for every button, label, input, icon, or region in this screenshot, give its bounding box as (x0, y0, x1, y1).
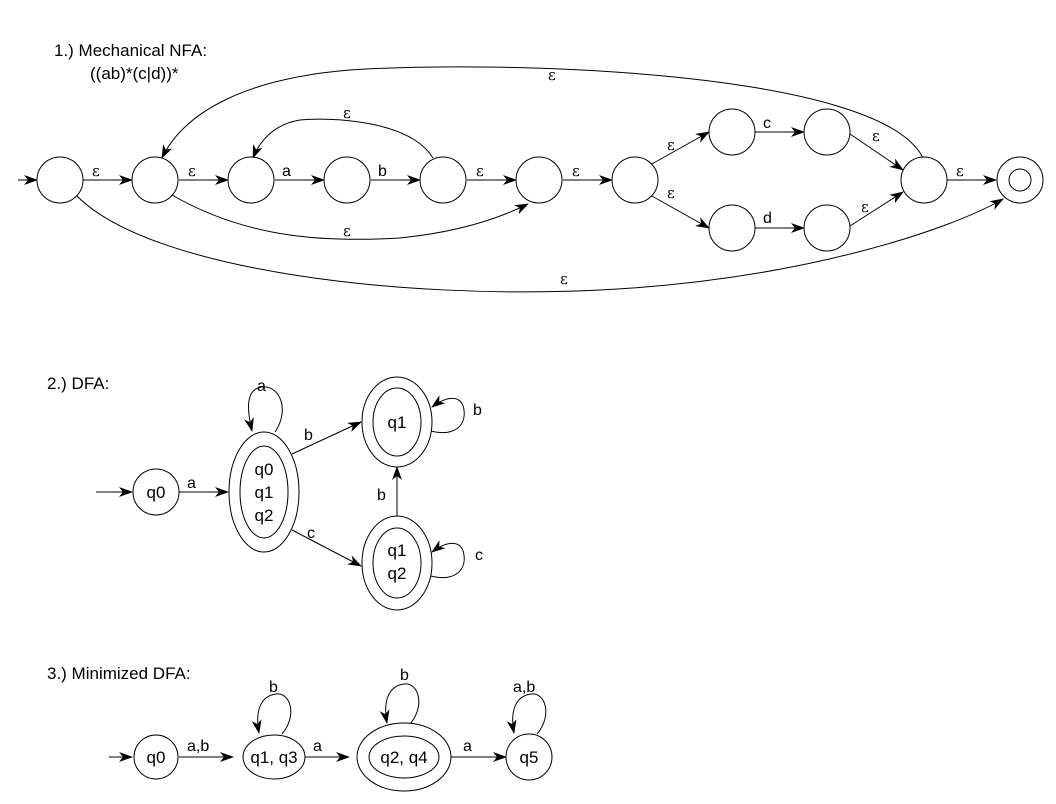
nfa-label-d: d (763, 210, 772, 227)
dfa-label-s1-loop: a (257, 378, 266, 395)
min-label-m2-loop: b (400, 667, 409, 684)
nfa-edge-10-join (849, 191, 904, 227)
dfa-label-s3-s2: b (377, 487, 386, 504)
nfa-state-1 (131, 156, 179, 204)
nfa-state-4 (419, 156, 467, 204)
nfa-state-final-inner (1008, 168, 1032, 192)
nfa-state-3 (323, 156, 371, 204)
nfa-edge-outer-skip (76, 195, 1004, 293)
nfa-label-e-d-join: ε (861, 198, 869, 216)
nfa-label-outer-skip: ε (560, 270, 568, 288)
min-label-m3-loop: a,b (513, 679, 535, 696)
dfa-edge-s1-s2 (291, 421, 362, 455)
dfa-state-s3-inner (372, 527, 422, 599)
dfa-state-s1-label-2: q2 (255, 506, 274, 525)
nfa-state-7 (708, 108, 756, 156)
dfa-state-s1-inner (239, 445, 289, 539)
nfa-regex: ((ab)*(c|d))* (90, 64, 179, 83)
dfa-edge-s3-loop (430, 540, 465, 578)
nfa-edge-ab-skip (171, 194, 529, 240)
dfa-state-s1-label-1: q1 (255, 483, 274, 502)
nfa-label-e4: ε (572, 162, 580, 180)
min-state-m2-inner (368, 735, 440, 779)
nfa-edge-9-join (849, 133, 904, 171)
nfa-state-2 (227, 156, 275, 204)
nfa-label-outer-loop: ε (548, 66, 556, 84)
dfa-label-s3-loop: c (475, 547, 483, 564)
nfa-state-0 (36, 156, 84, 204)
nfa-label-e2: ε (188, 162, 196, 180)
min-state-m2-label: q2, q4 (380, 748, 427, 767)
nfa-label-e1: ε (92, 162, 100, 180)
nfa-label-ab-loop: ε (343, 104, 351, 122)
nfa-label-e-c-join: ε (872, 127, 880, 145)
nfa-title: 1.) Mechanical NFA: (54, 41, 207, 60)
dfa-state-s3-label-1: q2 (388, 564, 407, 583)
dfa-label-s2-loop: b (473, 402, 482, 419)
nfa-label-e-lower: ε (667, 184, 675, 202)
dfa-label-s1-s3: c (307, 525, 315, 542)
dfa-state-s0-label: q0 (147, 483, 166, 502)
dfa-label-s0-s1: a (187, 475, 196, 492)
dfa-state-s1-label-0: q0 (255, 460, 274, 479)
dfa-edge-s2-loop (430, 395, 465, 433)
min-state-m0-label: q0 (147, 748, 166, 767)
min-state-m1-label: q1, q3 (250, 748, 297, 767)
nfa-label-ab-skip: ε (343, 222, 351, 240)
nfa-label-b: b (378, 163, 387, 180)
min-label-m0-m1: a,b (187, 738, 209, 755)
dfa-edge-s1-loop (244, 386, 283, 433)
min-state-m3-label: q5 (520, 748, 539, 767)
min-edge-m1-loop (251, 693, 292, 735)
min-title: 3.) Minimized DFA: (47, 664, 191, 683)
nfa-state-10 (803, 204, 851, 252)
dfa-label-s1-s2: b (304, 427, 313, 444)
dfa-state-s0 (132, 468, 180, 516)
nfa-state-5 (515, 156, 563, 204)
nfa-label-e-upper: ε (667, 136, 675, 154)
nfa-edge-ab-loop (252, 118, 434, 159)
dfa-state-s2-inner (372, 387, 422, 457)
nfa-state-join (900, 156, 948, 204)
nfa-label-e3: ε (476, 162, 484, 180)
dfa-edge-s1-s3 (291, 529, 362, 567)
nfa-label-e-final: ε (956, 162, 964, 180)
nfa-edge-6-8 (649, 194, 710, 229)
min-state-m0 (133, 734, 179, 780)
min-edge-m2-loop (379, 683, 420, 725)
nfa-edge-6-7 (649, 131, 710, 166)
min-state-m3 (505, 733, 553, 781)
nfa-state-6 (611, 156, 659, 204)
min-label-m1-loop: b (269, 679, 278, 696)
dfa-title: 2.) DFA: (47, 374, 109, 393)
min-label-m1-m2: a (313, 738, 322, 755)
min-edge-m3-loop (506, 693, 547, 735)
dfa-state-s3-label-0: q1 (388, 541, 407, 560)
nfa-edge-outer-loop (161, 66, 924, 159)
nfa-label-c: c (763, 115, 771, 132)
nfa-label-a: a (282, 163, 291, 180)
min-label-m2-m3: a (463, 738, 472, 755)
dfa-state-s2-label: q1 (388, 413, 407, 432)
nfa-state-8 (708, 204, 756, 252)
min-state-m1 (242, 734, 306, 780)
nfa-state-9 (803, 108, 851, 156)
